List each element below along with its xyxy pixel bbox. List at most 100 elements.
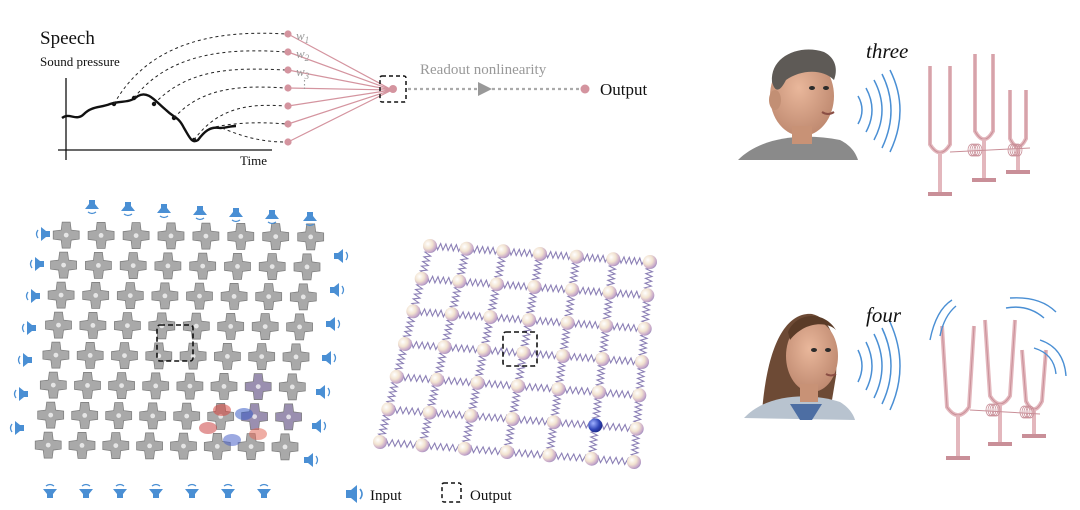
- delay-arcs: [114, 33, 286, 142]
- tile: [252, 314, 278, 340]
- mass: [528, 280, 542, 294]
- mass: [570, 250, 584, 264]
- mass: [483, 310, 497, 324]
- speaker-icon: [15, 387, 29, 401]
- tile: [249, 344, 275, 370]
- tile: [83, 282, 109, 308]
- mass: [460, 242, 474, 256]
- speaker-icon: [19, 353, 33, 367]
- speech-xlabel: Time: [240, 153, 267, 168]
- tile: [177, 373, 203, 399]
- tuning-fork-icon: [928, 54, 1030, 196]
- sound-waves-female: [858, 322, 900, 410]
- tile: [211, 373, 237, 399]
- tile: [109, 373, 135, 399]
- tuning-fork-icon: [1006, 90, 1030, 174]
- sample-points: [112, 96, 196, 142]
- heat-spot: [223, 434, 241, 446]
- mass: [423, 239, 437, 253]
- speaker-icon: [31, 257, 45, 271]
- input-nodes: [284, 30, 291, 145]
- mass: [551, 382, 565, 396]
- tile: [276, 404, 302, 430]
- mass: [430, 373, 444, 387]
- mass: [452, 274, 466, 288]
- readout-arrowhead: [478, 82, 492, 96]
- mass-spring-lattice: [373, 239, 657, 469]
- tile: [152, 283, 178, 309]
- speaker-icon: [113, 485, 127, 499]
- tuning-fork-icon: [942, 326, 974, 460]
- speech-panel: Speech Sound pressure Time: [40, 28, 648, 168]
- tile: [88, 222, 114, 248]
- mass: [556, 349, 570, 363]
- speaker-icon: [312, 419, 326, 433]
- mass: [406, 304, 420, 318]
- tuning-fork-icon: [1022, 350, 1046, 438]
- tile-grid: [35, 222, 324, 460]
- legend-input-label: Input: [370, 488, 402, 504]
- tile: [193, 223, 219, 249]
- mass: [603, 286, 617, 300]
- tile: [290, 284, 316, 310]
- tile: [218, 313, 244, 339]
- mass: [565, 283, 579, 297]
- tile: [279, 374, 305, 400]
- mass: [423, 406, 437, 420]
- legend: Input Output: [346, 483, 513, 504]
- mass: [471, 376, 485, 390]
- mass: [373, 435, 387, 449]
- mass: [561, 316, 575, 330]
- tile: [46, 312, 72, 338]
- tuning-fork-icon: [985, 320, 1015, 446]
- heat-spot: [213, 404, 231, 416]
- mass: [398, 337, 412, 351]
- word-four: four: [866, 303, 902, 327]
- mass: [490, 277, 504, 291]
- speech-ylabel: Sound pressure: [40, 54, 120, 69]
- mass: [511, 379, 525, 393]
- mass: [500, 445, 514, 459]
- speaker-icon: [27, 289, 41, 303]
- tile: [287, 314, 313, 340]
- mass: [477, 343, 491, 357]
- metamaterial-plate: [11, 200, 348, 498]
- weights-ellipsis: ⋮: [299, 79, 310, 91]
- speaker-icon: [304, 453, 318, 467]
- mass: [445, 307, 459, 321]
- weight-labels: w1 w2 w3: [296, 28, 310, 81]
- tile: [174, 403, 200, 429]
- tile: [221, 283, 247, 309]
- readout-label: Readout nonlinearity: [420, 62, 547, 78]
- tile: [35, 432, 61, 458]
- tile: [117, 283, 143, 309]
- tile: [75, 372, 101, 398]
- speaker-icon: [121, 202, 135, 216]
- speaker-icon: [23, 321, 37, 335]
- speaker-icon: [157, 204, 171, 218]
- tile: [85, 252, 111, 278]
- mass: [496, 244, 510, 258]
- tile: [106, 403, 132, 429]
- tuning-fork-icon: [928, 66, 952, 196]
- tile: [146, 343, 172, 369]
- tile: [294, 254, 320, 280]
- tile: [48, 282, 74, 308]
- tile: [283, 344, 309, 370]
- speaker-icon: [229, 208, 243, 222]
- tile: [263, 224, 289, 250]
- tile: [140, 403, 166, 429]
- mass: [635, 355, 649, 369]
- tile: [80, 312, 106, 338]
- mass: [638, 322, 652, 336]
- speaker-icon: [85, 200, 99, 214]
- svg-text:w1: w1: [296, 28, 309, 45]
- mass: [458, 442, 472, 456]
- speaker-icon: [221, 485, 235, 499]
- speaker-icon: [330, 283, 344, 297]
- legend-output-box: [442, 483, 461, 502]
- tile: [120, 253, 146, 279]
- mass: [596, 352, 610, 366]
- output-node: [581, 85, 590, 94]
- tile: [143, 373, 169, 399]
